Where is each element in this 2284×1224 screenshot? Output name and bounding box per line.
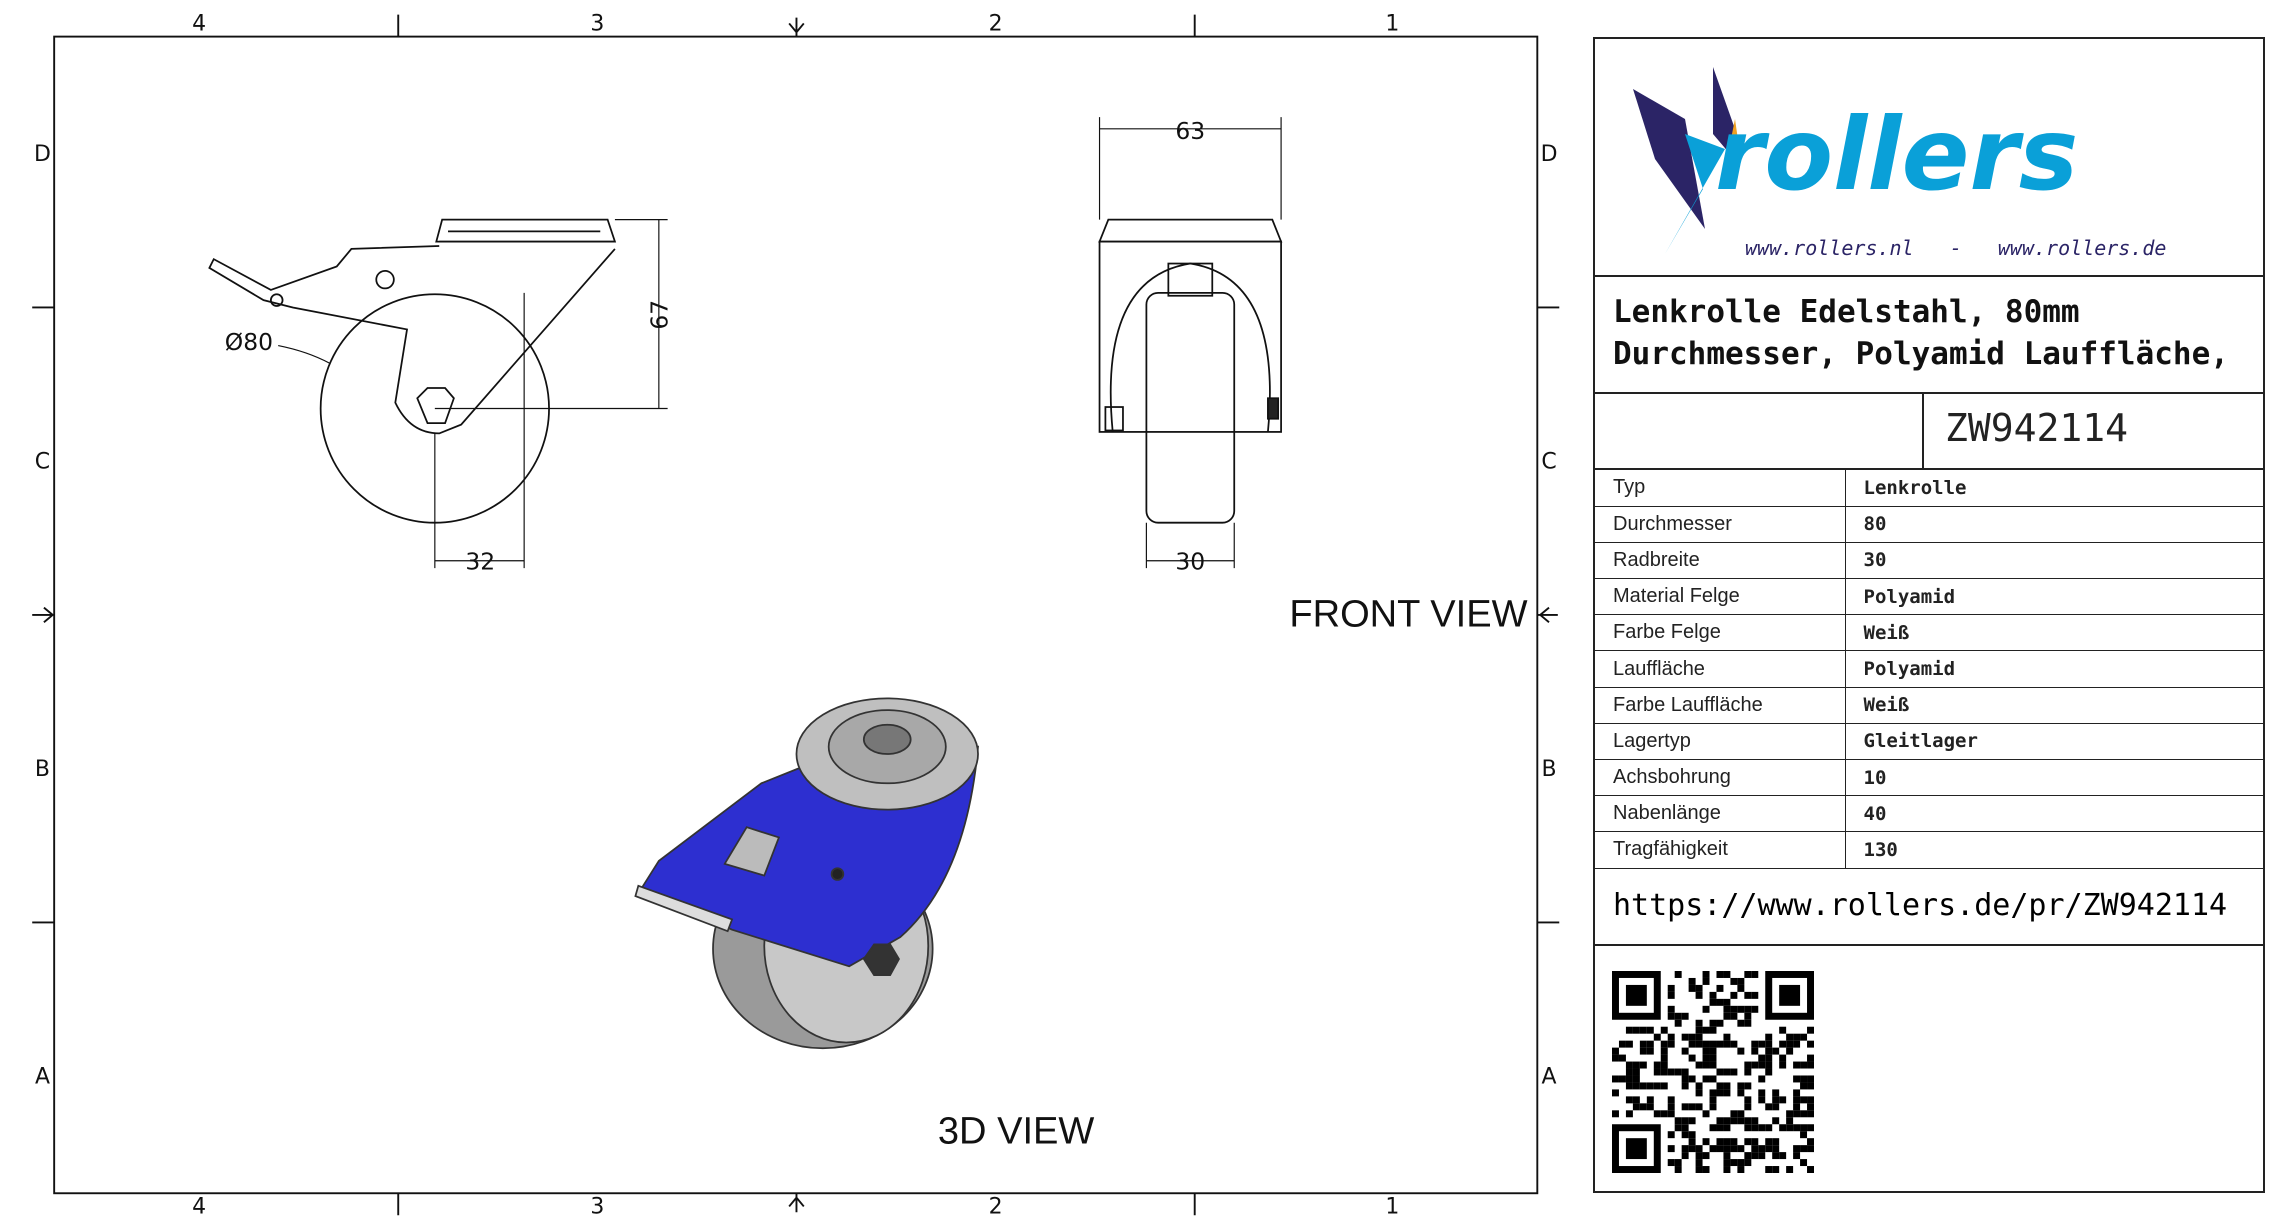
logo-bird-icon — [1713, 67, 1735, 154]
spec-value: Lenkrolle — [1845, 470, 2263, 507]
col-label: 4 — [192, 1195, 206, 1220]
title-block: rollers www.rollers.nl - www.rollers.de … — [1593, 37, 2265, 1193]
front-view — [1098, 117, 1283, 569]
col-label: 1 — [1385, 1195, 1399, 1220]
logo-urls: www.rollers.nl - www.rollers.de — [1745, 236, 2166, 260]
divider — [1922, 394, 1924, 468]
row-label: A — [1542, 1064, 1557, 1089]
col-label: 2 — [989, 12, 1003, 37]
part-number: ZW942114 — [1945, 406, 2129, 450]
spec-value: Weiß — [1845, 614, 2263, 652]
spec-value: 40 — [1845, 795, 2263, 833]
spec-key: Radbreite — [1595, 542, 1846, 580]
spec-key: Lauffläche — [1595, 650, 1846, 688]
logo-bird-icon — [1731, 119, 1740, 154]
spec-value: Polyamid — [1845, 578, 2263, 616]
dim-offset: 32 — [465, 548, 495, 576]
spec-key: Material Felge — [1595, 578, 1846, 616]
spec-key: Typ — [1595, 470, 1846, 507]
row-label: D — [1541, 142, 1558, 167]
spec-key: Farbe Felge — [1595, 614, 1846, 652]
spec-key: Farbe Lauffläche — [1595, 687, 1846, 724]
spec-value: Gleitlager — [1845, 723, 2263, 761]
product-title: Lenkrolle Edelstahl, 80mm Durchmesser, P… — [1595, 277, 2263, 394]
spec-value: Polyamid — [1845, 650, 2263, 688]
side-view — [208, 218, 668, 569]
spec-key: Tragfähigkeit — [1595, 831, 1846, 869]
col-label: 3 — [590, 12, 604, 37]
qr-code — [1612, 971, 1814, 1173]
spec-key: Durchmesser — [1595, 506, 1846, 543]
spec-key: Achsbohrung — [1595, 759, 1846, 797]
zone-ticks — [32, 14, 1560, 1216]
col-label: 1 — [1385, 12, 1399, 37]
spec-value: 10 — [1845, 759, 2263, 797]
iso-view-label: 3D VIEW — [938, 1110, 1095, 1152]
spec-value: Weiß — [1845, 687, 2263, 724]
row-label: B — [1541, 757, 1556, 782]
iso-view — [634, 697, 979, 1050]
logo-wordmark: rollers — [1715, 96, 2078, 213]
logo-bird-icon — [1665, 134, 1725, 254]
front-view-label: FRONT VIEW — [1289, 594, 1527, 636]
logo: rollers www.rollers.nl - www.rollers.de — [1595, 39, 2263, 277]
col-label: 2 — [989, 1195, 1003, 1220]
dim-plate-width: 63 — [1175, 117, 1205, 145]
spec-key: Lagertyp — [1595, 723, 1846, 761]
dim-height: 67 — [646, 300, 674, 330]
title-line: Durchmesser, Polyamid Lauffläche, — [1613, 336, 2229, 372]
product-url[interactable]: https://www.rollers.de/pr/ZW942114 — [1595, 868, 2263, 946]
spec-value: 130 — [1845, 831, 2263, 869]
title-line: Lenkrolle Edelstahl, 80mm — [1613, 294, 2080, 330]
row-label: C — [35, 450, 50, 475]
spec-value: 30 — [1845, 542, 2263, 580]
row-label: C — [1541, 450, 1556, 475]
spec-key: Nabenlänge — [1595, 795, 1846, 833]
centering-arrows — [32, 17, 1558, 1213]
spec-value: 80 — [1845, 506, 2263, 543]
dim-diameter: Ø80 — [225, 328, 273, 356]
col-label: 4 — [192, 12, 206, 37]
col-label: 3 — [590, 1195, 604, 1220]
logo-bird-icon — [1633, 89, 1705, 229]
dim-wheel-width: 30 — [1175, 548, 1205, 576]
row-label: B — [35, 757, 50, 782]
row-label: A — [35, 1064, 50, 1089]
part-number-row: ZW942114 — [1595, 394, 2263, 470]
row-label: D — [34, 142, 51, 167]
